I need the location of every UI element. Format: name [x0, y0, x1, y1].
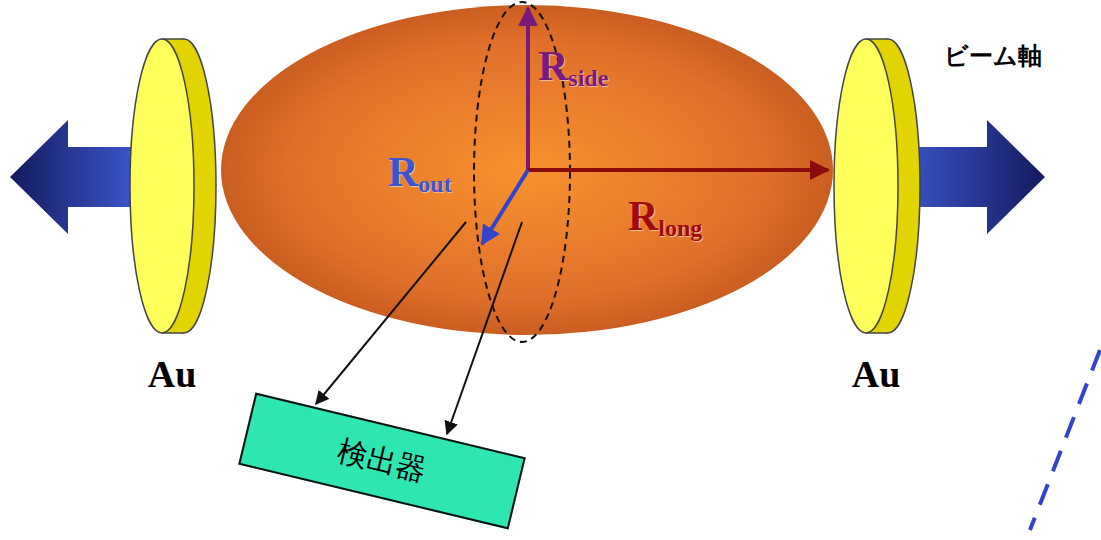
r-out-arrow	[482, 170, 528, 244]
element-label: Au	[826, 352, 926, 396]
radius-label: Rlong	[628, 192, 702, 242]
detector-box: 検出器	[238, 393, 526, 530]
gold-nucleus	[826, 30, 926, 342]
particle-track	[316, 222, 466, 404]
gold-nucleus	[122, 30, 222, 342]
r-side-arrow	[526, 8, 530, 170]
radius-label: Rout	[388, 148, 452, 198]
r-long-arrow	[528, 168, 828, 172]
nucleus-node: Au	[122, 30, 222, 398]
detector-label: 検出器	[333, 431, 430, 492]
beam-arrow	[905, 120, 1045, 234]
radius-label: Rside	[538, 42, 608, 92]
axis-label: ビーム軸	[944, 40, 1042, 72]
beam-arrow	[10, 120, 132, 234]
fireball	[221, 5, 833, 335]
nucleus-node: Au	[826, 30, 926, 398]
particle-track	[447, 222, 522, 434]
element-label: Au	[122, 352, 222, 396]
dashed-line	[1030, 350, 1100, 530]
